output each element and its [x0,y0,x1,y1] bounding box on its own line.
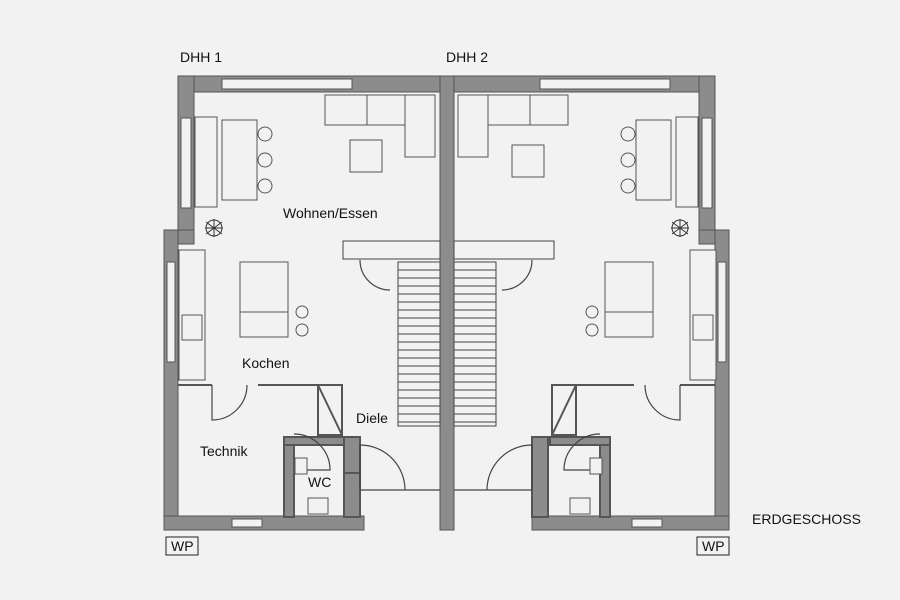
room-label-wohnen: Wohnen/Essen [283,205,378,221]
dhh2-label: DHH 2 [446,49,488,65]
interior-walls [178,384,715,518]
furniture-dhh2 [457,94,717,381]
furniture-dhh1 [178,94,436,381]
staircase [342,240,555,427]
plant-icon [205,219,223,237]
floor-label: ERDGESCHOSS [752,511,861,527]
windows [166,78,727,528]
room-label-technik: Technik [200,443,248,459]
room-label-wc: WC [308,474,331,490]
wp-label-dhh2: WP [702,538,725,554]
plant-icon-2 [671,219,689,237]
room-label-kochen: Kochen [242,355,289,371]
wp-label-dhh1: WP [171,538,194,554]
room-label-diele: Diele [356,410,388,426]
wc-fixtures [294,457,603,515]
entrance-doors [211,259,681,491]
dhh1-label: DHH 1 [180,49,222,65]
